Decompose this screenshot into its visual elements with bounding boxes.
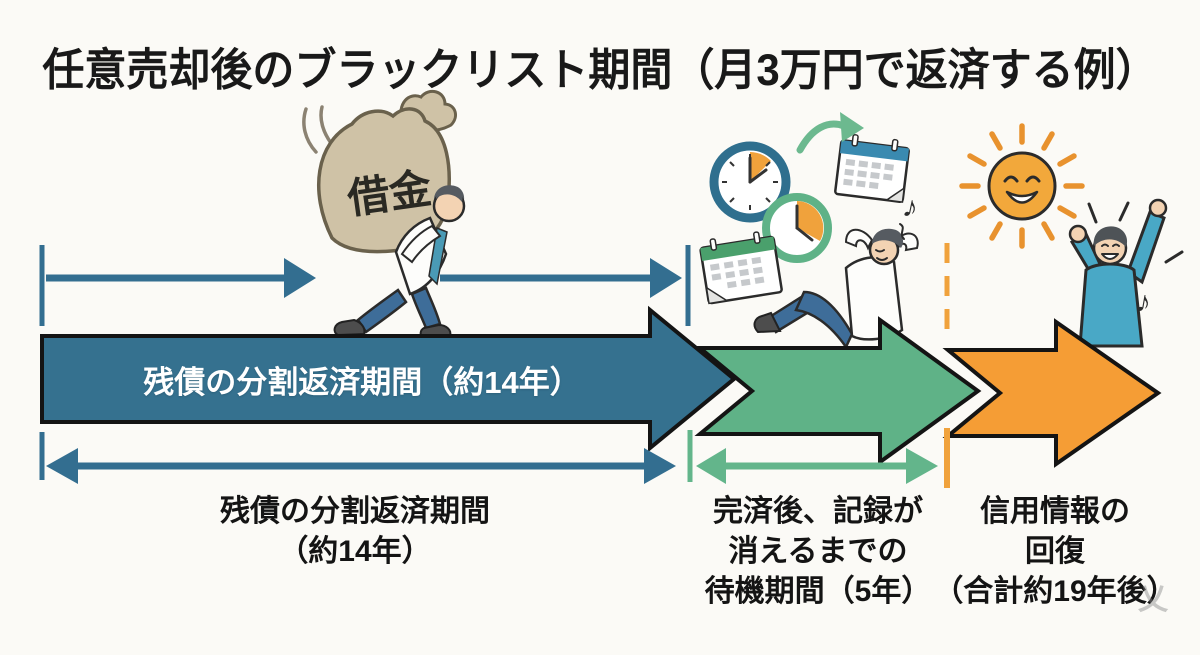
phase1-label-line2: （約14年） — [278, 535, 432, 568]
phase3-label-line3: （合計約19年後） — [933, 575, 1177, 608]
page-title: 任意売却後のブラックリスト期間（月3万円で返済する例） — [42, 44, 1158, 95]
raised-arm — [1126, 209, 1166, 285]
eye — [1101, 243, 1109, 247]
bent-leg — [794, 290, 854, 350]
motion-line — [302, 107, 318, 154]
fist — [1068, 224, 1088, 244]
back-leg — [356, 288, 408, 334]
watermark-glyph: 乂 — [1138, 583, 1168, 616]
top-measure-arrows — [39, 245, 691, 326]
phase2-label-line1: 完済後、記録が — [713, 495, 923, 528]
eye — [1112, 243, 1120, 247]
arrow-head — [644, 448, 676, 484]
page-curl — [884, 186, 906, 203]
excitement-line — [1164, 250, 1184, 264]
torso — [844, 255, 904, 341]
motion-line — [319, 105, 333, 145]
fist — [1148, 198, 1168, 218]
clock-wedge — [797, 201, 824, 241]
calendar-icon — [834, 134, 910, 203]
torso — [1078, 262, 1144, 348]
hair — [872, 228, 904, 248]
phase3-recovery-arrow — [942, 318, 1162, 468]
phase1-repayment-arrow — [40, 305, 738, 453]
hair-front — [436, 186, 463, 202]
squiggle — [899, 223, 905, 240]
debt-sack-icon — [317, 107, 451, 254]
excitement-line — [1087, 202, 1098, 224]
curved-arrow — [796, 120, 848, 154]
arrow-head — [906, 448, 938, 484]
clocks-calendars-illustration — [699, 112, 910, 305]
smile — [1101, 253, 1119, 260]
arrow-head — [284, 258, 316, 298]
front-leg — [410, 286, 442, 330]
repayment-arrow-label: 残債の分割返済期間（約14年） — [143, 364, 581, 400]
phase2-label-line3: 待機期間（5年） — [704, 575, 932, 608]
excitement-line — [1118, 201, 1130, 222]
sun-face — [987, 151, 1057, 221]
arm — [844, 228, 874, 251]
smile — [1005, 190, 1039, 204]
hair — [1093, 226, 1128, 247]
eye — [1025, 175, 1041, 183]
page-curl — [705, 286, 729, 305]
phase1-repayment-label: 残債の分割返済期間 （約14年） — [155, 492, 555, 572]
tie — [428, 226, 448, 286]
phase3-label-line1: 信用情報の — [980, 495, 1130, 528]
eye — [1003, 175, 1019, 183]
sun-icon — [959, 123, 1085, 249]
walking-man-with-debt-sack-illustration — [302, 89, 466, 340]
bottom-measure-arrows — [39, 428, 950, 488]
phase3-label-line2: 回復 — [1025, 535, 1085, 568]
relaxing-man-illustration — [753, 223, 919, 350]
phase1-label-line1: 残債の分割返済期間 — [220, 495, 490, 528]
shoe — [333, 318, 366, 337]
arrow-head — [46, 448, 78, 484]
phase2-label-line2: 消えるまでの — [728, 535, 908, 568]
arrow-head — [650, 258, 682, 298]
shoe — [753, 311, 782, 334]
phase2-waiting-arrow — [694, 316, 982, 466]
arm — [400, 224, 442, 264]
phase3-recovery-label: 信用情報の 回復 （合計約19年後） — [920, 492, 1190, 612]
clock-wedge — [750, 152, 771, 182]
calendar-icon — [699, 231, 783, 305]
cheering-man-illustration — [1068, 198, 1184, 348]
phase-arrows — [40, 305, 1162, 468]
curved-arrow-head — [840, 112, 864, 142]
smile — [876, 257, 888, 261]
phase2-waiting-label: 完済後、記録が 消えるまでの 待機期間（5年） — [663, 492, 973, 612]
closed-eye — [875, 249, 885, 253]
arrow-head — [696, 448, 726, 484]
